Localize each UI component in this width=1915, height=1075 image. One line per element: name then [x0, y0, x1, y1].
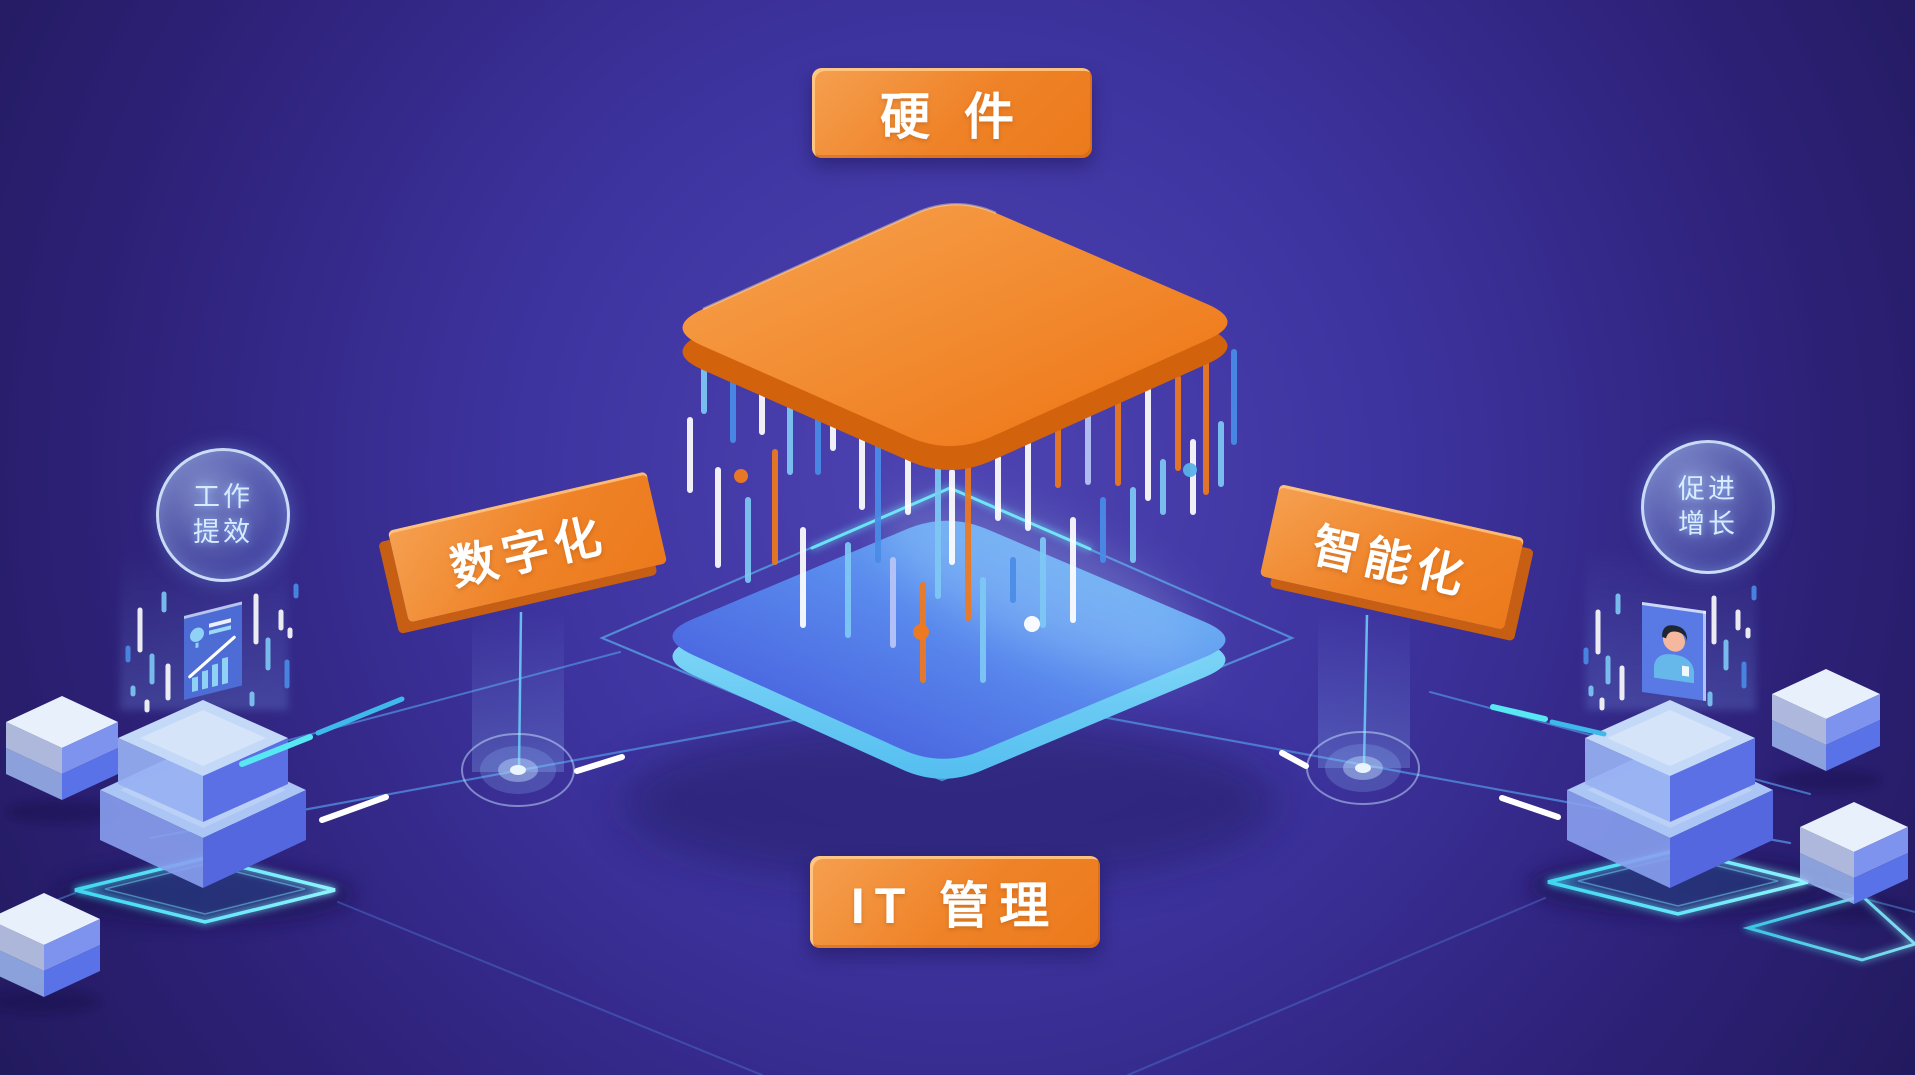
isometric-cube: [1800, 802, 1908, 904]
accent-dashes: [239, 696, 1607, 823]
label-it-management-text: IT 管理: [850, 878, 1060, 934]
cube-stack-left: [100, 700, 306, 888]
badge-work-efficiency: 工作 提效: [156, 448, 290, 582]
isometric-cube: [6, 696, 118, 800]
pulse-node-right: [1306, 610, 1420, 805]
hardware-top-plate: [682, 203, 1228, 470]
data-dashes-right: [1583, 585, 1757, 711]
badge-promote-growth: 促进 增长: [1641, 440, 1775, 574]
report-panel: [184, 601, 242, 700]
bar-chart-icon: [192, 657, 228, 693]
label-hardware: 硬 件: [812, 68, 1092, 158]
small-cubes: [0, 669, 1908, 997]
pulse-node-left: [461, 611, 575, 807]
badge-promote-growth-line1: 促进: [1678, 473, 1738, 504]
right-tower: [1567, 548, 1773, 888]
user-avatar-icon: [1654, 625, 1694, 684]
label-hardware-text: 硬 件: [880, 89, 1024, 145]
trend-line-icon: [188, 635, 236, 679]
badge-work-efficiency-line2: 提效: [193, 517, 253, 547]
badge-work-efficiency-line1: 工作: [193, 481, 253, 512]
isometric-cube: [0, 893, 100, 997]
cube-stack-right: [1567, 700, 1773, 888]
data-streams: [687, 349, 1237, 683]
data-dots: [734, 357, 1197, 640]
left-tower: [100, 548, 306, 888]
badge-promote-growth-line2: 增长: [1678, 509, 1738, 539]
bullet-icon: [190, 627, 204, 642]
isometric-cube: [1772, 669, 1880, 771]
data-dashes-left: [125, 583, 299, 713]
user-avatar-card: [1642, 602, 1706, 701]
label-it-management: IT 管理: [810, 856, 1100, 948]
data-platform-plate: [672, 502, 1226, 779]
